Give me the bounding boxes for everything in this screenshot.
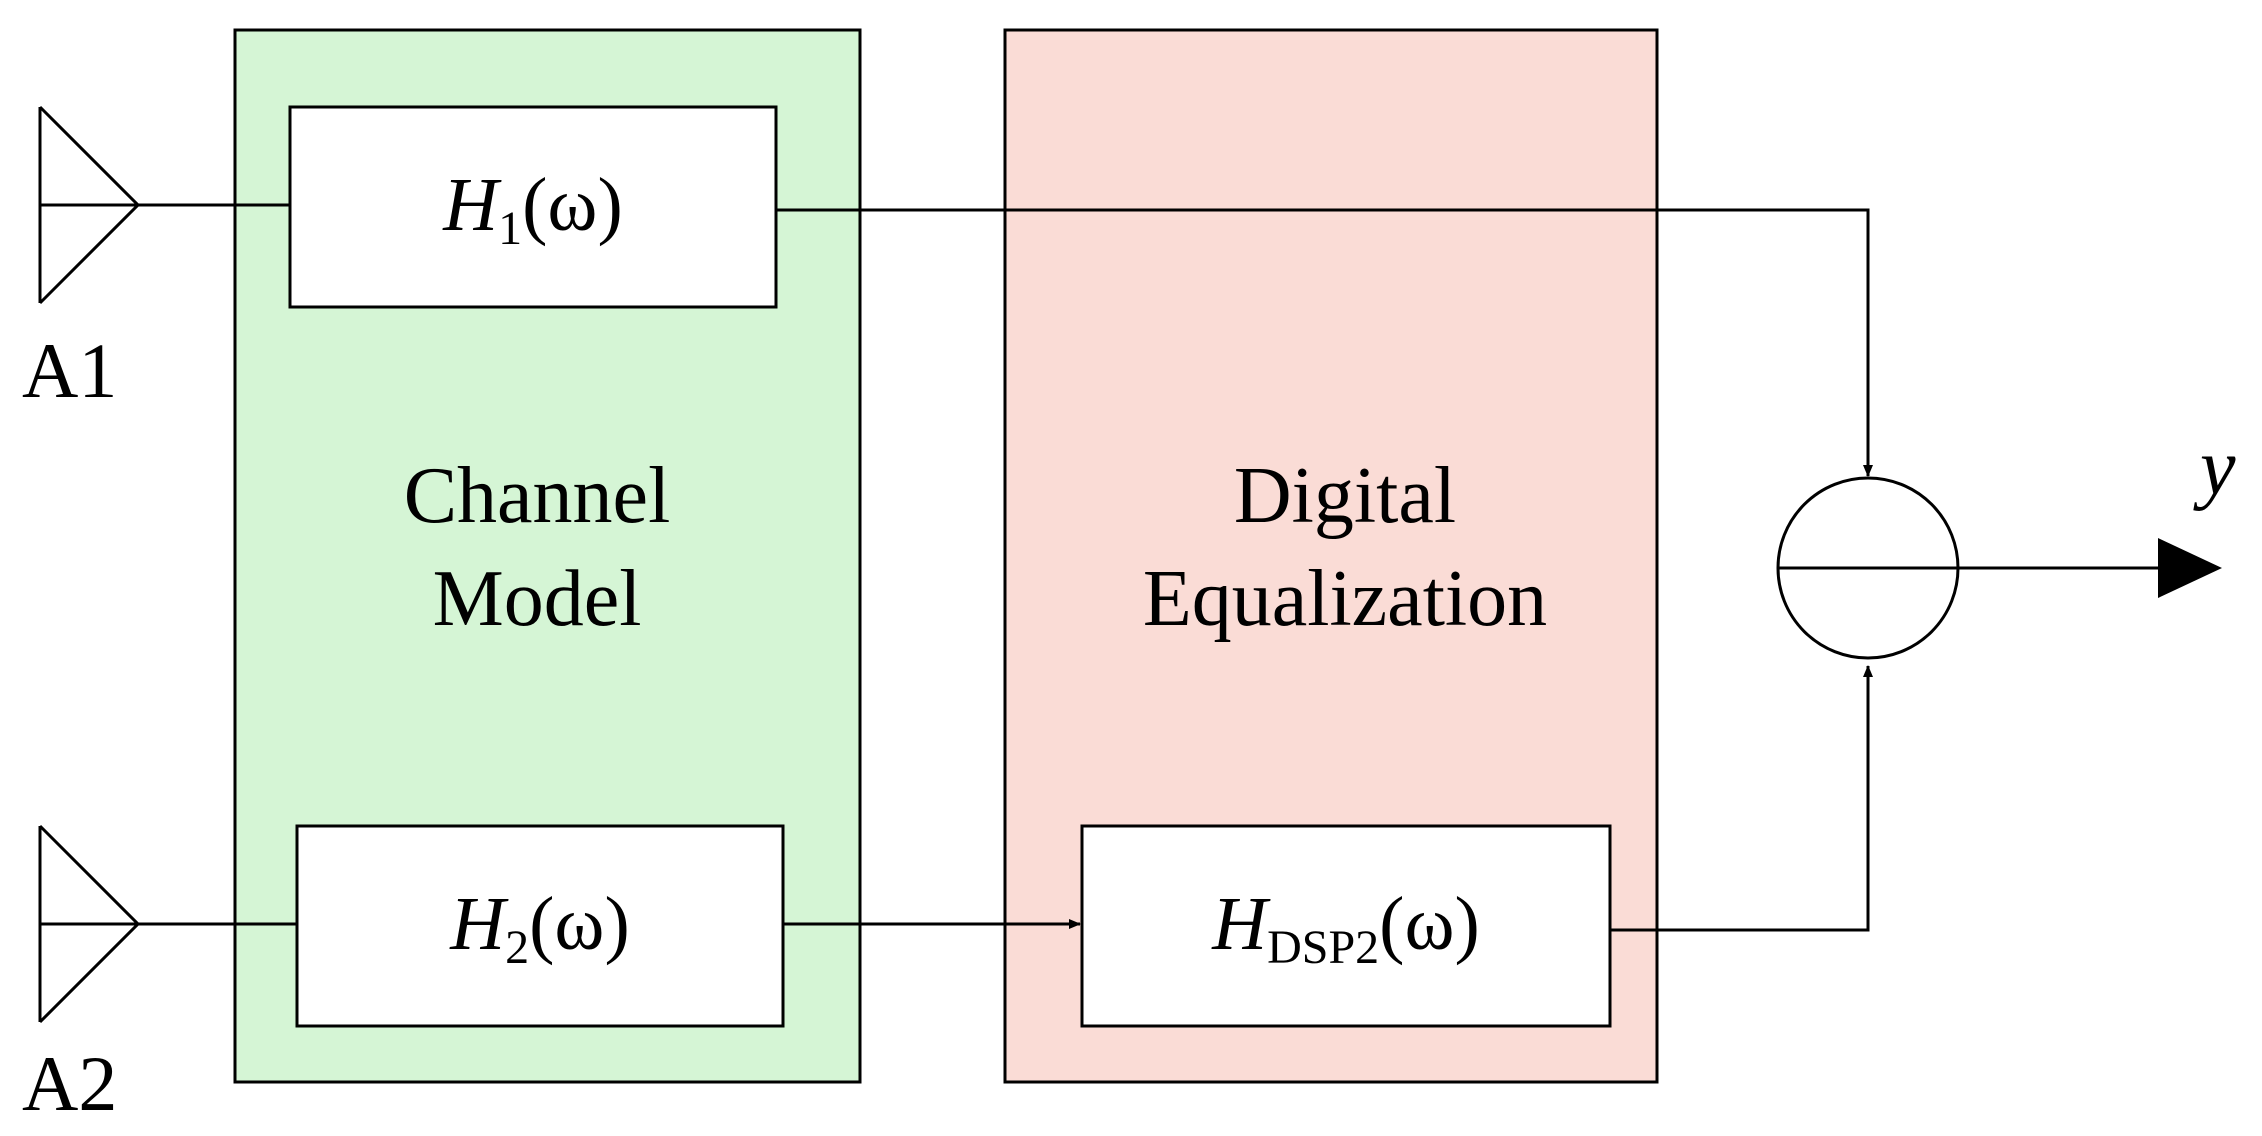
h1-subscript: 1 — [498, 202, 522, 255]
summing-junction-icon — [1776, 476, 1960, 660]
antenna-a1-label: A1 — [22, 327, 117, 414]
h2-block — [295, 824, 785, 1028]
h2-subscript: 2 — [505, 921, 529, 974]
hdsp2-symbol: H — [1211, 882, 1271, 966]
equalization-panel-label-line2: Equalization — [1143, 555, 1547, 643]
h1-block — [288, 105, 778, 309]
h2-block-label: H2(ω) — [449, 882, 630, 974]
wire-hdsp2-to-summer — [1610, 665, 1873, 932]
channel-panel-label-line2: Model — [433, 555, 642, 643]
hdsp2-argument: (ω) — [1379, 882, 1480, 966]
antenna-a2-icon — [38, 824, 141, 1024]
h2-argument: (ω) — [529, 882, 630, 966]
h2-symbol: H — [449, 882, 509, 966]
h1-symbol: H — [442, 163, 502, 247]
output-arrow-icon — [2158, 538, 2222, 598]
wire-h1-to-summer — [776, 208, 1873, 477]
equalization-panel-label-line1: Digital — [1234, 452, 1456, 540]
h1-block-label: H1(ω) — [442, 163, 623, 255]
hdsp2-block — [1080, 824, 1612, 1028]
channel-panel-label-line1: Channel — [404, 452, 671, 540]
antenna-a2-label: A2 — [22, 1040, 117, 1127]
hdsp2-subscript: DSP2 — [1267, 921, 1379, 974]
output-label: y — [2193, 424, 2236, 512]
h1-argument: (ω) — [522, 163, 623, 247]
antenna-a1-icon — [38, 105, 141, 305]
hdsp2-block-label: HDSP2(ω) — [1211, 882, 1480, 974]
